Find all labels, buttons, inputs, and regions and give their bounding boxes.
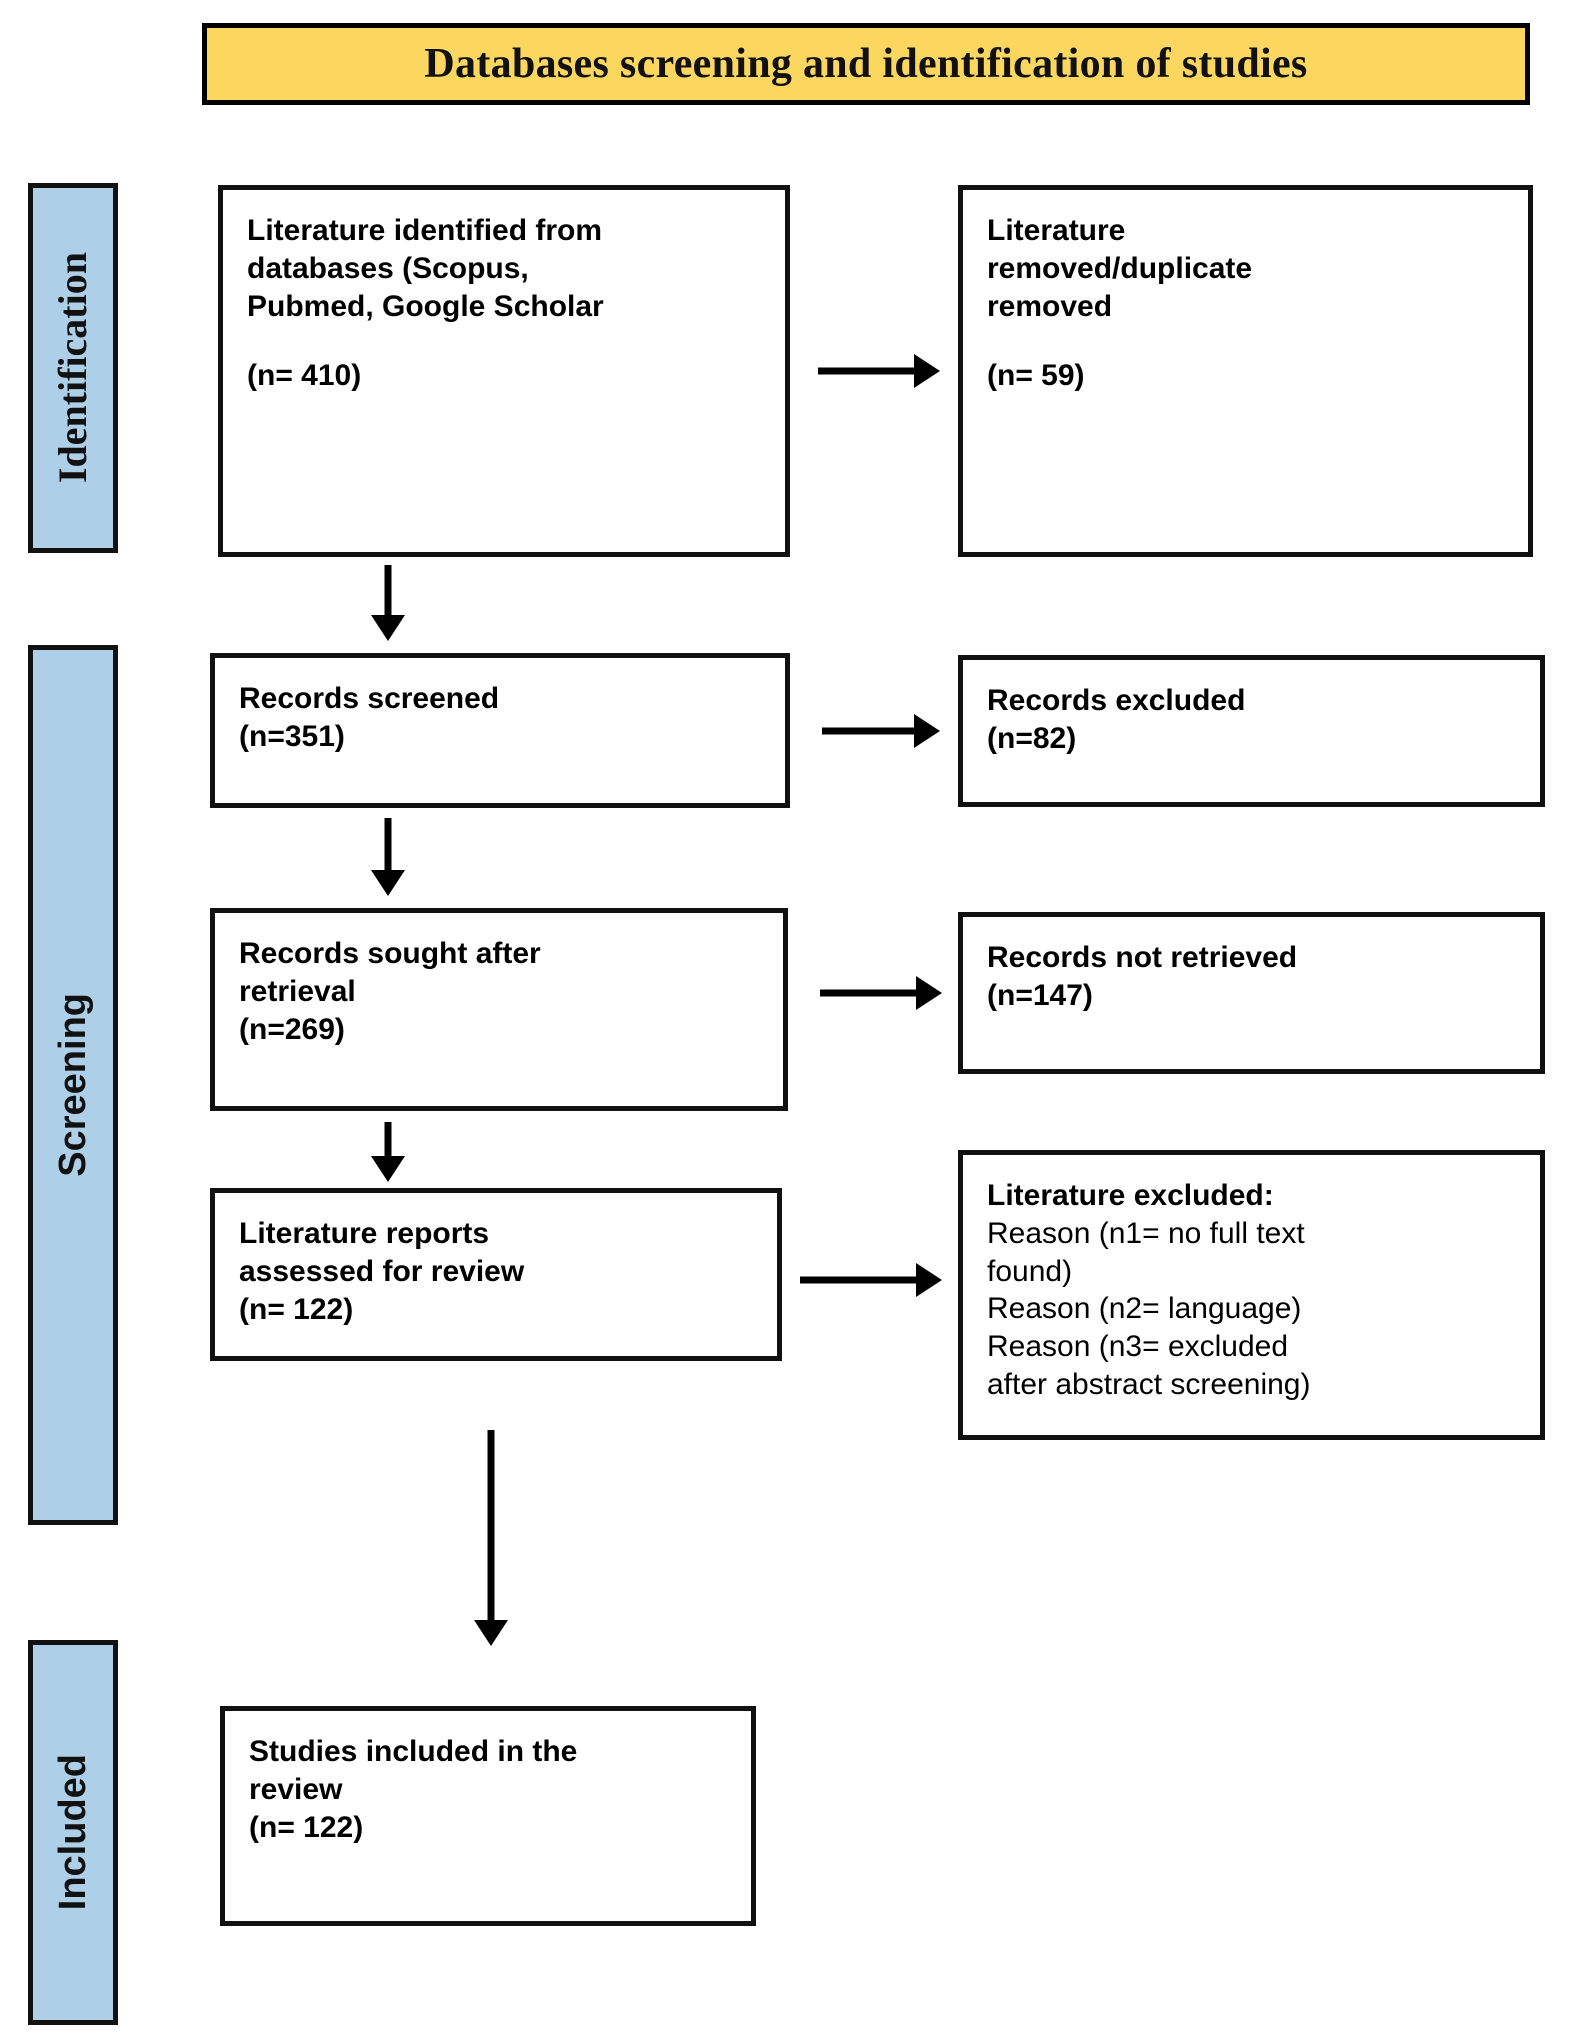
node-identified-line3: Pubmed, Google Scholar <box>247 289 604 323</box>
node-identified-count: (n= 410) <box>247 358 362 392</box>
stage-bar-identification: Identification <box>28 183 118 553</box>
node-litexcluded-reason3-line2: after abstract screening) <box>987 1367 1311 1401</box>
node-litexcluded-heading: Literature excluded: <box>987 1179 1274 1212</box>
arrow-shaft <box>384 1122 392 1156</box>
node-removed-line3: removed <box>987 289 1113 323</box>
diagram-header-banner: Databases screening and identification o… <box>202 23 1530 105</box>
arrow-shaft <box>384 565 392 615</box>
node-litexcluded-reason1-line2: found) <box>987 1254 1073 1288</box>
stage-label-included: Included <box>52 1754 94 1911</box>
stage-bar-included: Included <box>28 1640 118 2025</box>
node-screened-line1: Records screened <box>239 682 500 715</box>
node-notretrieved-line1: Records not retrieved <box>987 941 1298 974</box>
stage-label-identification: Identification <box>50 252 95 484</box>
node-removed-line2: removed/duplicate <box>987 251 1253 285</box>
node-removed-line1: Literature <box>987 214 1126 247</box>
node-literature-identified: Literature identified from databases (Sc… <box>218 185 790 557</box>
node-notretrieved-count: (n=147) <box>987 978 1093 1012</box>
node-screened-count: (n=351) <box>239 719 345 753</box>
node-records-sought: Records sought after retrieval (n=269) <box>210 908 788 1111</box>
node-assessed-line2: assessed for review <box>239 1254 525 1288</box>
node-litexcluded-reason3-line1: Reason (n3= excluded <box>987 1330 1289 1364</box>
arrow-head <box>371 615 405 641</box>
arrow-head <box>474 1620 508 1646</box>
node-studies-count: (n= 122) <box>249 1810 364 1844</box>
node-records-not-retrieved: Records not retrieved (n=147) <box>958 912 1545 1074</box>
page-title: Databases screening and identification o… <box>424 41 1308 87</box>
node-literature-excluded: Literature excluded: Reason (n1= no full… <box>958 1150 1545 1440</box>
node-litexcluded-reason2: Reason (n2= language) <box>987 1292 1302 1326</box>
node-studies-line2: review <box>249 1772 343 1806</box>
node-excluded-count: (n=82) <box>987 721 1077 755</box>
node-studies-included: Studies included in the review (n= 122) <box>220 1706 756 1926</box>
node-assessed-line1: Literature reports <box>239 1217 490 1250</box>
node-literature-removed: Literature removed/duplicate removed (n=… <box>958 185 1533 557</box>
arrow-head <box>914 354 940 388</box>
stage-bar-screening: Screening <box>28 645 118 1525</box>
node-removed-count: (n= 59) <box>987 358 1085 392</box>
arrow-shaft <box>820 989 916 997</box>
node-excluded-line1: Records excluded <box>987 684 1246 717</box>
node-assessed-count: (n= 122) <box>239 1292 354 1326</box>
stage-label-screening: Screening <box>52 993 94 1177</box>
node-studies-line1: Studies included in the <box>249 1735 578 1768</box>
arrow-shaft <box>487 1430 495 1620</box>
node-literature-reports-assessed: Literature reports assessed for review (… <box>210 1188 782 1361</box>
node-litexcluded-reason1-line1: Reason (n1= no full text <box>987 1216 1305 1250</box>
arrow-head <box>371 1156 405 1182</box>
node-records-screened: Records screened (n=351) <box>210 653 790 808</box>
node-sought-count: (n=269) <box>239 1012 345 1046</box>
arrow-head <box>371 870 405 896</box>
node-records-excluded: Records excluded (n=82) <box>958 655 1545 807</box>
node-identified-line1: Literature identified from <box>247 214 603 247</box>
arrow-head <box>916 976 942 1010</box>
arrow-shaft <box>800 1276 916 1284</box>
arrow-head <box>916 1263 942 1297</box>
arrow-shaft <box>384 818 392 870</box>
node-sought-line1: Records sought after <box>239 937 541 970</box>
node-sought-line2: retrieval <box>239 974 356 1008</box>
node-identified-line2: databases (Scopus, <box>247 251 529 285</box>
arrow-head <box>914 714 940 748</box>
arrow-shaft <box>818 367 914 375</box>
arrow-shaft <box>822 727 914 735</box>
